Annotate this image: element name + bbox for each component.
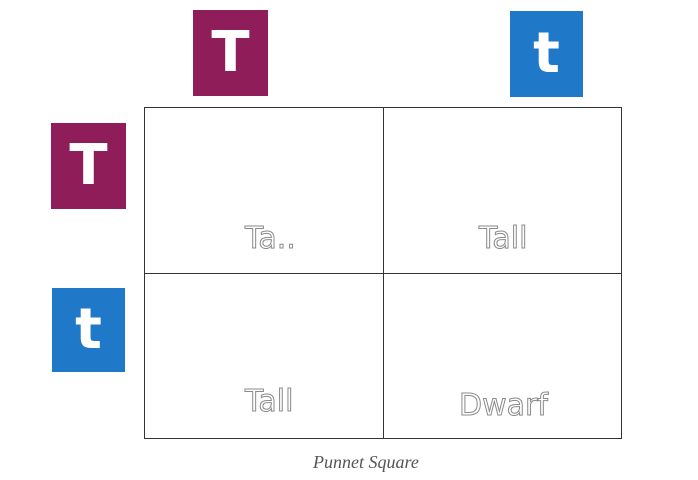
allele-letter: t bbox=[533, 21, 560, 86]
row-header-recessive-allele: t bbox=[52, 288, 125, 372]
punnett-grid: Ta.. Tall Tall Dwarf bbox=[144, 107, 622, 439]
cell-label-bottom-left: Tall bbox=[244, 384, 294, 419]
allele-letter: t bbox=[75, 297, 102, 362]
column-header-dominant-allele: T bbox=[193, 10, 268, 96]
allele-letter: T bbox=[211, 20, 250, 85]
cell-label-bottom-right: Dwarf bbox=[459, 388, 549, 423]
cell-label-top-left: Ta.. bbox=[245, 221, 297, 256]
allele-letter: T bbox=[69, 133, 108, 198]
column-header-recessive-allele: t bbox=[510, 11, 583, 97]
row-header-dominant-allele: T bbox=[51, 123, 126, 209]
grid-divider-horizontal bbox=[145, 273, 621, 274]
cell-label-top-right: Tall bbox=[478, 221, 528, 256]
diagram-caption: Punnet Square bbox=[313, 452, 419, 472]
